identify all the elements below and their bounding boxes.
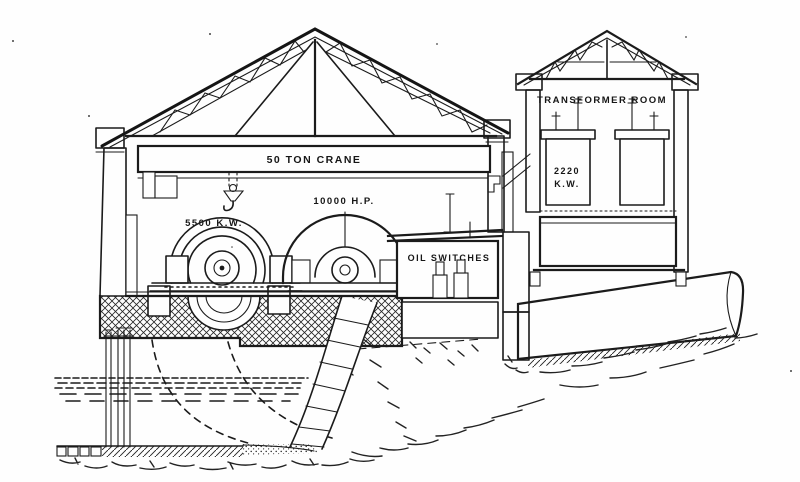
hillside-ground (528, 327, 758, 388)
powerhouse-left-wall (95, 127, 138, 297)
crane-hook (222, 171, 245, 212)
oil-switch (453, 259, 469, 299)
penstock-pipe (516, 270, 745, 361)
generator-pedestal (269, 255, 293, 284)
powerhouse-roof-truss (100, 27, 510, 148)
transformer-room-building: TRANSFORMER ROOM 2220 K.W. (515, 29, 699, 287)
foundation-mass (98, 285, 404, 348)
crane-rail-corbel (487, 175, 501, 193)
transformer-room-roof-truss (516, 29, 698, 86)
cable-cellar (401, 301, 499, 339)
turbine-unit: 10000 H.P. (281, 196, 413, 292)
transformer-rating-line1: 2220 (554, 166, 580, 176)
lower-gallery (538, 215, 678, 268)
transformer: 2220 K.W. (540, 96, 596, 206)
crane-end-bracket (142, 171, 156, 199)
wall-pilaster (125, 214, 138, 297)
crane-trolley (154, 175, 178, 199)
generator-rating-label: 5500 K.W. (185, 218, 243, 229)
transformer-rating-line2: K.W. (554, 179, 580, 189)
generator-unit: 5500 K.W. (149, 217, 303, 292)
crane-label: 50 TON CRANE (267, 154, 362, 166)
transformer-room-label: TRANSFORMER ROOM (537, 95, 667, 106)
oil-switches-label: OIL SWITCHES (408, 253, 491, 263)
transformer (614, 96, 670, 206)
tailrace-apron (56, 444, 318, 457)
oil-switch-room: OIL SWITCHES (386, 193, 504, 339)
draft-tube-wall-stairs (289, 295, 378, 450)
crane-girder: 50 TON CRANE (136, 144, 492, 199)
oil-switch (432, 261, 448, 299)
tailrace-water (54, 377, 309, 402)
generator-pedestal (165, 255, 189, 284)
tailrace-ground (59, 398, 545, 471)
intake-gate-guides (103, 327, 133, 448)
turbine-rating-label: 10000 H.P. (313, 196, 374, 207)
vent-pipe (443, 193, 471, 239)
powerhouse-floor (124, 291, 404, 298)
